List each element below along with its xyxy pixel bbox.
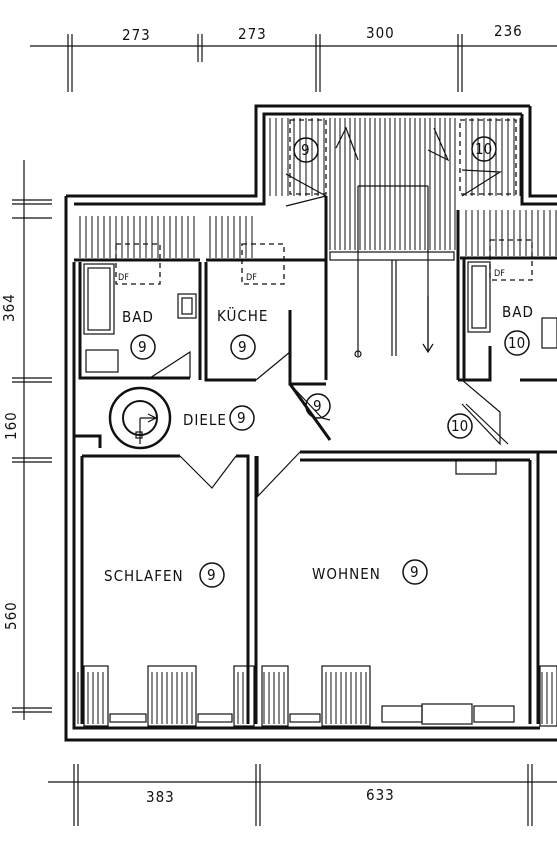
room-name-bad-right: BAD — [502, 303, 534, 321]
unit-kueche: 9 — [238, 338, 247, 356]
window-hatching-bottom — [77, 672, 553, 724]
unit-circle-diele — [229, 405, 255, 431]
marker-circle-balcony-left — [293, 137, 319, 163]
fixtures — [83, 261, 557, 450]
top-dimension-line: 273 273 300 236 — [30, 22, 557, 92]
room-labels: BAD 9 KÜCHE 9 DIELE 9 SCHLAFEN 9 WOHNEN … — [104, 303, 534, 588]
marker-entrance-left: 9 — [313, 397, 322, 415]
marker-circle-entrance-right — [447, 413, 473, 439]
toilet-left — [177, 293, 197, 319]
unit-circle-schlafen — [199, 562, 225, 588]
dim-bottom-1: 383 — [146, 788, 175, 806]
marker-circle-balcony-right — [471, 136, 497, 162]
dim-top-4: 236 — [494, 22, 523, 40]
markers: 9 10 9 10 — [293, 136, 497, 439]
door-swings — [149, 126, 509, 498]
staircase — [329, 185, 455, 358]
unit-circle-bad-right — [504, 330, 530, 356]
dim-top-1: 273 — [122, 26, 151, 44]
window-bays — [83, 665, 557, 727]
room-name-kueche: KÜCHE — [217, 306, 268, 325]
shaft-label-kitchen: DF — [246, 273, 257, 283]
marker-entrance-right: 10 — [451, 417, 468, 435]
bottom-dimension-line: 383 633 — [48, 764, 557, 826]
room-name-wohnen: WOHNEN — [312, 565, 381, 583]
washbasin-right — [541, 317, 557, 349]
shafts: DF DF DF — [115, 119, 533, 285]
walls — [64, 104, 557, 742]
unit-circle-wohnen — [402, 559, 428, 585]
room-name-schlafen: SCHLAFEN — [104, 567, 184, 585]
marker-balcony-right: 10 — [475, 140, 492, 158]
room-name-diele: DIELE — [183, 411, 227, 429]
dim-top-2: 273 — [238, 25, 267, 43]
dim-left-2: 160 — [2, 411, 20, 440]
unit-bad-right: 10 — [508, 334, 525, 352]
marker-balcony-left: 9 — [301, 141, 310, 159]
dim-left-3: 560 — [2, 601, 20, 630]
unit-diele: 9 — [237, 409, 246, 427]
bathtub-right — [467, 261, 491, 333]
balcony-hatching-top — [79, 118, 557, 258]
bathtub-left — [83, 263, 115, 335]
washbasin-left — [85, 349, 119, 373]
room-name-bad-left: BAD — [122, 308, 154, 326]
unit-wohnen: 9 — [410, 563, 419, 581]
unit-bad-left: 9 — [138, 338, 147, 356]
unit-circle-kueche — [230, 334, 256, 360]
spiral-stair — [108, 386, 172, 450]
unit-schlafen: 9 — [207, 566, 216, 584]
dim-top-3: 300 — [366, 24, 395, 42]
left-dimension-line: 364 160 560 — [0, 160, 52, 720]
marker-circle-entrance-left — [305, 393, 331, 419]
shaft-label-right: DF — [494, 269, 505, 279]
unit-circle-bad-left — [130, 334, 156, 360]
dim-bottom-2: 633 — [366, 786, 395, 804]
shaft-label-bath: DF — [118, 273, 129, 283]
dim-left-1: 364 — [0, 293, 18, 322]
